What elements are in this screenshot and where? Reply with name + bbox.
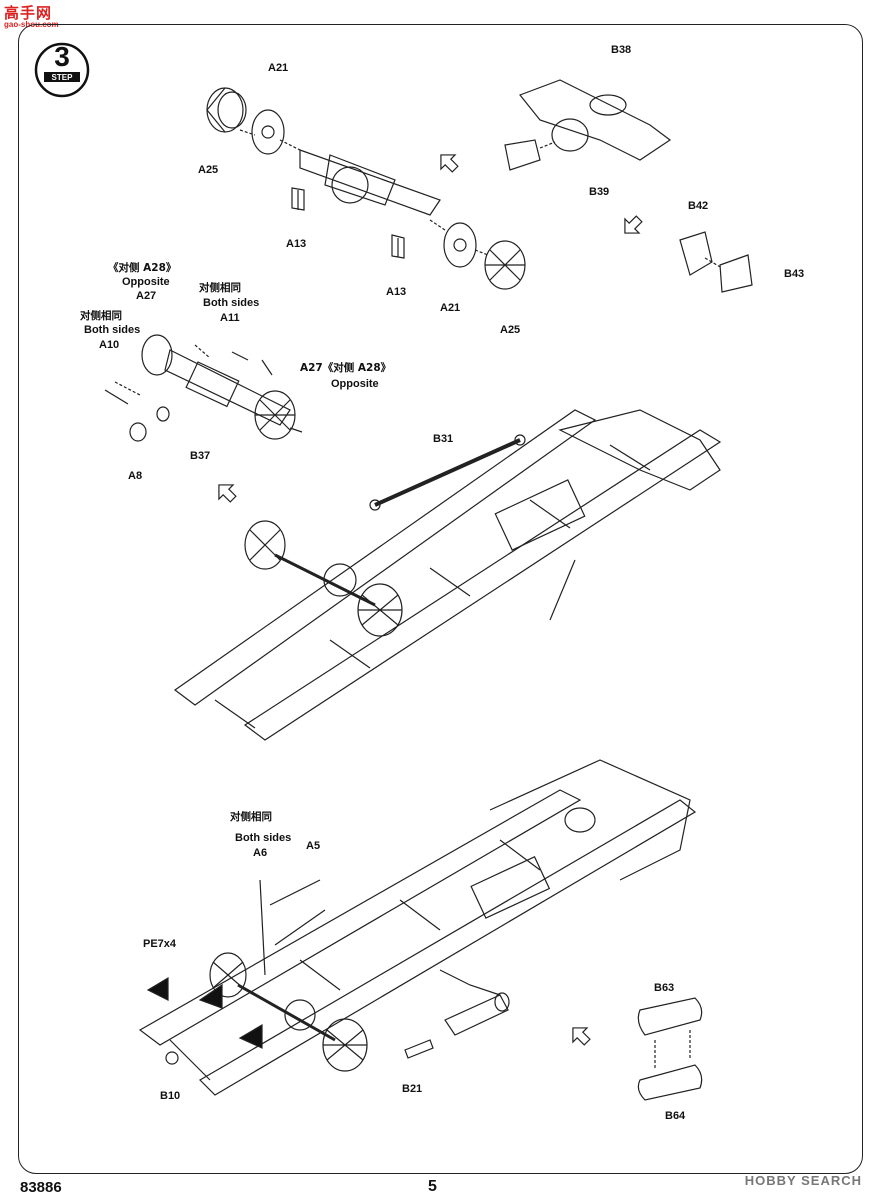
label-opposite-cn-1: 《对侧 A28》 xyxy=(108,262,177,274)
step-badge: 3 STEP xyxy=(34,41,90,98)
label-b21: B21 xyxy=(402,1083,423,1095)
label-a25-bottom: A25 xyxy=(500,324,521,336)
step-number: 3 xyxy=(54,41,70,72)
label-a13-left: A13 xyxy=(286,238,307,250)
brake-plate-a21-right xyxy=(443,222,477,268)
label-both-sides-1: Both sides xyxy=(203,297,260,309)
chassis-bottom-illustration xyxy=(138,759,697,1096)
source-watermark: HOBBY SEARCH xyxy=(744,1173,862,1188)
label-a21-top: A21 xyxy=(268,62,289,74)
label-a6: A6 xyxy=(253,847,268,859)
label-b39: B39 xyxy=(589,186,610,198)
label-both-cn-1: 对侧相同 xyxy=(199,282,241,294)
label-opposite-1: Opposite xyxy=(122,276,170,288)
label-b64: B64 xyxy=(665,1110,686,1122)
label-b10: B10 xyxy=(160,1090,181,1102)
muffler-shields-b63-b64 xyxy=(637,997,703,1101)
watermark-logo: 高手网 xyxy=(4,4,53,22)
chassis-middle-illustration xyxy=(173,409,722,741)
direction-arrows xyxy=(218,154,643,1046)
label-b42: B42 xyxy=(688,200,709,212)
label-a11: A11 xyxy=(220,312,240,324)
brake-plate-a21-left xyxy=(251,109,285,155)
label-b31: B31 xyxy=(433,433,454,445)
label-pe7x4: PE7x4 xyxy=(143,938,177,950)
differential-housing-illustration xyxy=(504,79,672,171)
rear-axle-top-illustration xyxy=(206,87,526,290)
spring-hanger-b42-b43 xyxy=(679,231,753,293)
label-both-cn-3: 对侧相同 xyxy=(230,811,272,823)
drum-a25-left xyxy=(206,87,247,133)
label-a8: A8 xyxy=(128,470,143,482)
label-a25-top: A25 xyxy=(198,164,219,176)
product-code: 83886 xyxy=(20,1179,62,1196)
label-b63: B63 xyxy=(654,982,675,994)
front-axle-illustration xyxy=(104,334,303,442)
label-a27-right: A27《对侧 A28》 xyxy=(300,362,392,374)
page-frame xyxy=(18,24,863,1174)
label-both-cn-2: 对侧相同 xyxy=(80,310,122,322)
step-label: STEP xyxy=(52,73,74,82)
label-a27-top: A27 xyxy=(136,290,157,302)
label-a21-bottom: A21 xyxy=(440,302,461,314)
label-both-sides-2: Both sides xyxy=(84,324,141,336)
page-number: 5 xyxy=(428,1178,437,1195)
label-b38: B38 xyxy=(611,44,632,56)
label-both-sides-3: Both sides xyxy=(235,832,292,844)
drum-a25-right xyxy=(484,240,526,290)
label-b43: B43 xyxy=(784,268,805,280)
label-b37: B37 xyxy=(190,450,211,462)
label-opposite-2: Opposite xyxy=(331,378,379,390)
label-a10: A10 xyxy=(99,339,120,351)
label-a13-right: A13 xyxy=(386,286,407,298)
label-a5: A5 xyxy=(306,840,321,852)
